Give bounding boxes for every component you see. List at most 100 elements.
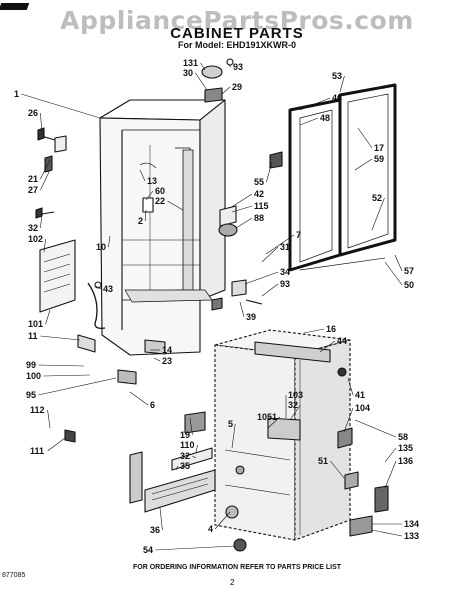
callout-50: 50: [404, 280, 414, 290]
leader-line-7: [265, 234, 295, 255]
leader-line-57: [394, 254, 403, 272]
callout-29: 29: [232, 82, 242, 92]
callout-31: 31: [280, 242, 290, 252]
callout-52: 52: [372, 193, 382, 203]
leader-line-41: [347, 377, 354, 396]
callout-32: 32: [180, 451, 190, 461]
callout-27: 27: [28, 185, 38, 195]
leader-line-44: [319, 340, 336, 353]
leader-line-11: [40, 335, 81, 341]
leader-line-13: [139, 169, 146, 182]
callout-48: 48: [320, 113, 330, 123]
callout-16: 16: [326, 324, 336, 334]
lower-compartment: [214, 329, 351, 541]
leader-line-2: [144, 209, 147, 222]
callout-88: 88: [254, 213, 264, 223]
leader-line-21: [40, 159, 51, 180]
callout-135: 135: [398, 443, 413, 453]
ordering-note: FOR ORDERING INFORMATION REFER TO PARTS …: [132, 564, 342, 571]
callout-32: 32: [28, 223, 38, 233]
leader-line-16: [303, 328, 325, 334]
callout-7: 7: [296, 230, 301, 240]
callout-136: 136: [398, 456, 413, 466]
callout-1051: 1051: [257, 412, 277, 422]
leader-line-100: [43, 374, 91, 377]
leader-line-1051: [267, 416, 281, 429]
callout-55: 55: [254, 177, 264, 187]
callout-57: 57: [404, 266, 414, 276]
callout-14: 14: [162, 345, 172, 355]
callout-58: 58: [398, 432, 408, 442]
callout-99: 99: [26, 360, 36, 370]
callout-5: 5: [228, 419, 233, 429]
leader-line-39: [239, 301, 245, 318]
leader-line-104: [343, 407, 354, 433]
callout-42: 42: [254, 189, 264, 199]
leader-line-32: [40, 213, 43, 229]
callout-93: 93: [280, 279, 290, 289]
callout-134: 134: [404, 519, 419, 529]
callout-34: 34: [280, 267, 290, 277]
leader-line-30: [195, 72, 208, 91]
callout-59: 59: [374, 154, 384, 164]
leader-line-95: [38, 377, 117, 396]
leader-line-93: [261, 283, 279, 297]
leader-line-23: [153, 357, 161, 362]
callout-10: 10: [96, 242, 106, 252]
callout-111: 111: [30, 446, 44, 456]
leader-line-1: [21, 93, 101, 119]
callout-110: 110: [180, 440, 195, 450]
leader-line-19: [189, 417, 193, 436]
leader-line-52: [371, 197, 385, 231]
leader-line-93: [227, 63, 232, 68]
callout-32: 32: [288, 400, 298, 410]
leader-line-10: [108, 235, 111, 248]
callout-23: 23: [162, 356, 172, 366]
callout-2: 2: [138, 216, 143, 226]
leader-line-59: [354, 158, 373, 171]
leader-line-31: [261, 246, 279, 263]
leader-line-5: [231, 423, 236, 449]
leader-line-22: [167, 200, 184, 211]
leader-line-131: [200, 62, 206, 71]
base-grille: [129, 411, 216, 513]
leader-line-36: [159, 507, 163, 531]
callout-43: 43: [103, 284, 113, 294]
callout-30: 30: [183, 68, 193, 78]
leader-line-102: [43, 238, 46, 253]
leader-line-58: [354, 419, 397, 438]
callout-103: 103: [288, 390, 303, 400]
leader-line-35: [175, 465, 179, 471]
leader-line-133: [371, 529, 403, 537]
callout-44: 44: [337, 336, 347, 346]
callout-13: 13: [147, 176, 157, 186]
callout-11: 11: [28, 331, 38, 341]
leader-line-4: [214, 511, 231, 530]
leader-line-32: [289, 404, 301, 421]
callout-104: 104: [355, 403, 370, 413]
callout-60: 60: [155, 186, 165, 196]
leader-line-110: [195, 444, 198, 453]
callout-41: 41: [355, 390, 365, 400]
door-gaskets: [288, 83, 397, 272]
leader-line-55: [266, 161, 273, 183]
callout-22: 22: [155, 196, 165, 206]
leader-line-112: [47, 409, 51, 429]
document-number: 877085: [2, 572, 26, 579]
leader-line-88: [235, 217, 253, 229]
leader-line-42: [229, 193, 253, 209]
leader-line-17: [357, 127, 373, 149]
leader-line-51: [330, 460, 345, 479]
callout-112: 112: [30, 405, 45, 415]
callout-35: 35: [180, 461, 190, 471]
callout-19: 19: [180, 430, 190, 440]
leader-line-6: [129, 391, 149, 406]
leader-line-50: [384, 261, 403, 286]
callout-115: 115: [254, 201, 269, 211]
leader-line-54: [155, 545, 235, 551]
callout-101: 101: [28, 319, 43, 329]
callout-51: 51: [318, 456, 328, 466]
callout-39: 39: [246, 312, 256, 322]
watermark: AppliancePartsPros.com: [60, 6, 414, 35]
